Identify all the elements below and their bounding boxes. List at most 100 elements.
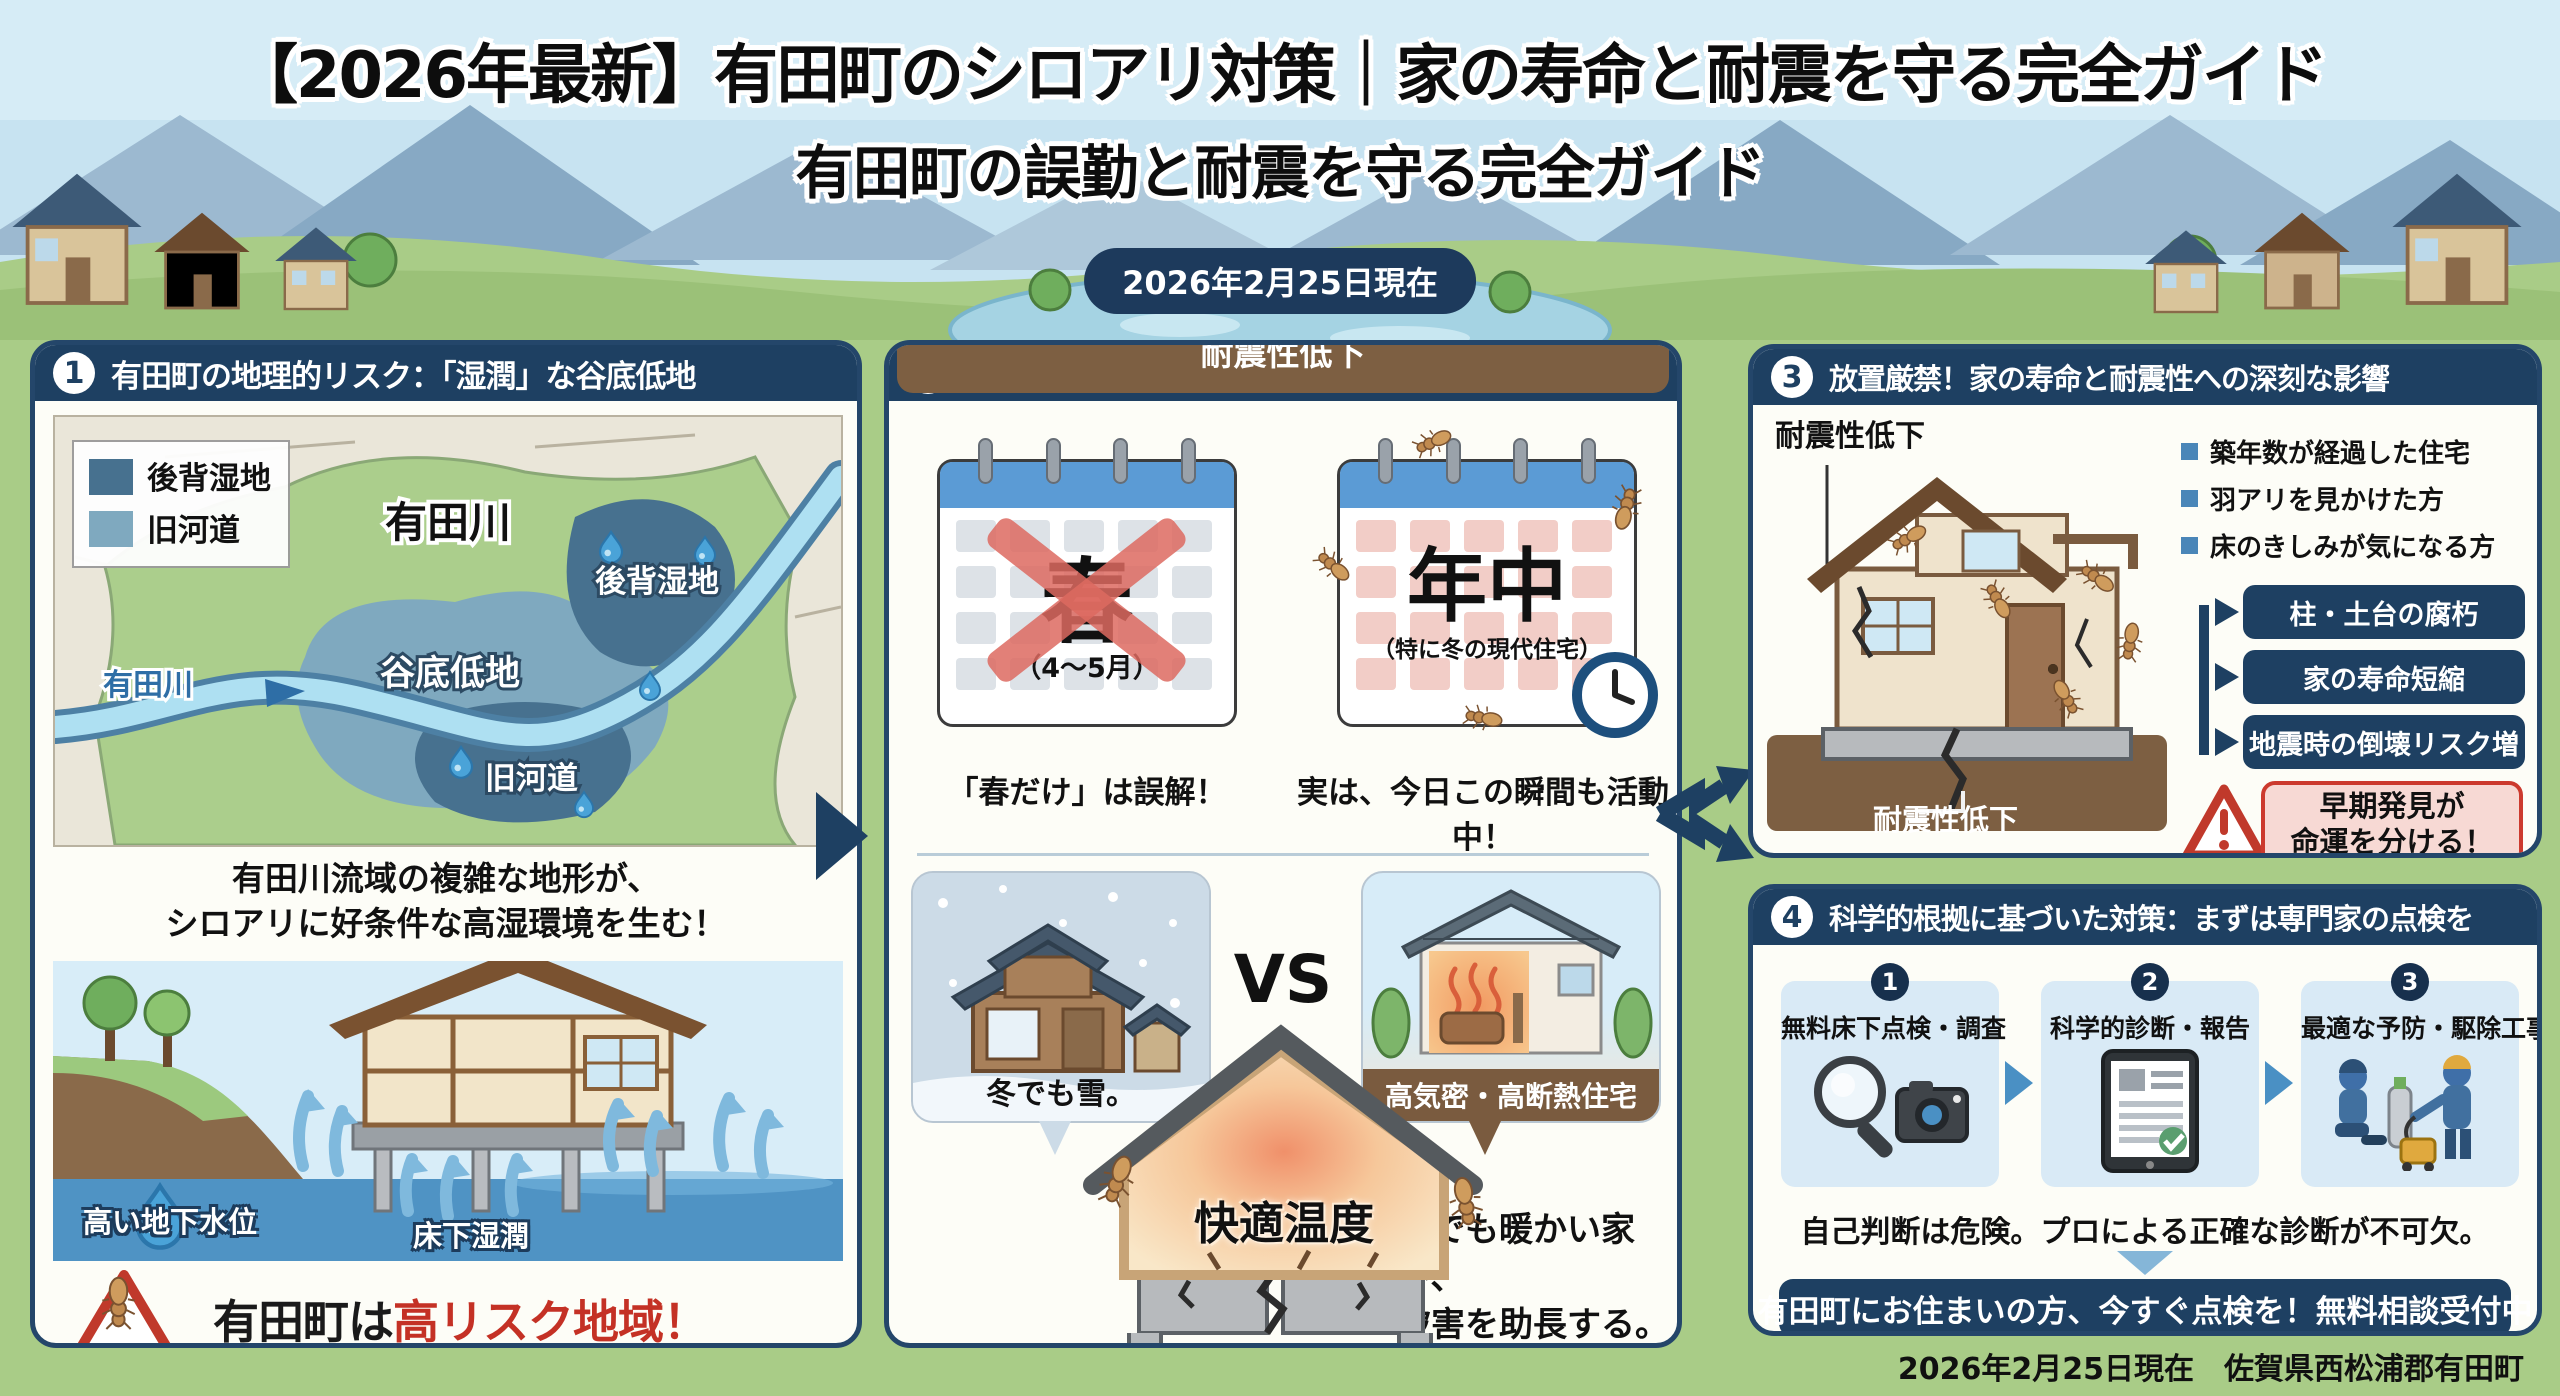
step-arrow-icon <box>2005 1061 2033 1105</box>
footer-date-location: 2026年2月25日現在 佐賀県西松浦郡有田町 <box>1897 1352 2524 1387</box>
groundwater-label: 高い地下水位 <box>83 1205 258 1239</box>
panel1-caption: 有田川流域の複雑な地形が、 シロアリに好条件な高湿環境を生む！ <box>165 859 727 943</box>
early-detection-warning: 早期発見が 命運を分ける！ <box>2261 781 2523 853</box>
panel3-header: 3 放置厳禁！家の寿命と耐震性への深刻な影響 <box>1753 349 2537 405</box>
bullet-square-icon <box>2181 490 2198 507</box>
panel1-to-panel2-arrow <box>816 792 868 880</box>
calendar-ring-icon <box>1513 438 1529 484</box>
trees-icon <box>82 975 191 1067</box>
panel4-number: 4 <box>1771 896 1813 938</box>
vs-text: VS <box>1233 941 1333 1018</box>
effect-arrow-icon <box>2215 598 2239 626</box>
warm-house-card: 高気密・高断熱住宅 <box>1361 871 1661 1123</box>
main-title-line1: 【2026年最新】有田町のシロアリ対策｜家の寿命と耐震を守る完全ガイド <box>233 39 2328 113</box>
yearround-calendar-big-text: 年中 <box>1407 540 1567 633</box>
yearround-calendar-caption: 実は、今日この瞬間も活動中！ <box>1297 775 1669 856</box>
cta-banner: 有田町にお住まいの方、今すぐ点検を！無料相談受付中 <box>1758 1279 2533 1331</box>
clock-icon <box>1572 652 1658 738</box>
date-badge: 2026年2月25日現在 <box>1084 248 1476 314</box>
effect-connector-line <box>2199 605 2215 755</box>
step-card-inspection: 1 無料床下点検・調査 <box>1781 963 2007 1187</box>
risk-conclusion: 有田町は高リスク地域！ <box>65 1267 709 1348</box>
header-landscape-illustration <box>0 0 2560 340</box>
map-label-old-channel: 旧河道 <box>485 761 578 797</box>
checklist-item: 床のきしみが気になる方 <box>2210 533 2496 563</box>
step3-label: 最適な予防・駆除工事 <box>2301 1014 2542 1043</box>
panel4-body: 1 無料床下点検・調査 2 <box>1753 945 2542 1331</box>
step3-number: 3 <box>2391 963 2429 1001</box>
bullet-square-icon <box>2181 537 2198 554</box>
village-houses-right <box>2145 173 2522 314</box>
legend-swatch-old-channel <box>89 511 133 547</box>
step2-number: 2 <box>2131 963 2169 1001</box>
arita-terrain-map: 後背湿地 旧河道 有田川 後背湿地 谷底低地 旧河道 有田川 <box>38 415 857 847</box>
step1-number: 1 <box>1871 963 1909 1001</box>
termite-icon <box>1461 702 1505 734</box>
panel-damage-impact: 3 放置厳禁！家の寿命と耐震性への深刻な影響 耐震性低下 <box>1748 344 2542 858</box>
effect-arrow-icon <box>2215 663 2239 691</box>
yearround-calendar: 年中 （特に冬の現代住宅） <box>1309 422 1658 738</box>
moisture-arrowheads <box>298 1089 784 1179</box>
soil-band <box>897 345 1669 393</box>
panel1-number: 1 <box>53 352 95 394</box>
calendar-ring-icon <box>1113 438 1129 484</box>
speech-tail <box>1469 1121 1501 1155</box>
panel3-title: 放置厳禁！家の寿命と耐震性への深刻な影響 <box>1829 362 2390 396</box>
checklist-item: 築年数が経過した住宅 <box>2210 439 2471 469</box>
traditional-house-icon <box>950 923 1192 1073</box>
header-scene: 【2026年最新】有田町のシロアリ対策｜家の寿命と耐震を守る完全ガイド 有田町の… <box>0 0 2560 340</box>
risk-text-red: 高リスク地域！ <box>393 1295 709 1348</box>
yearround-calendar-sub-text: （特に冬の現代住宅） <box>1372 637 1602 663</box>
panel3-body: 耐震性低下 <box>1753 405 2537 853</box>
map-label-river-left: 有田川 <box>103 668 193 703</box>
map-legend: 後背湿地 旧河道 <box>72 440 290 568</box>
svg-text:後背湿地: 後背湿地 <box>147 461 271 497</box>
panel-activity-season: 2 活動時期の誤解を解く：年中無休の脅威 春 （4〜5月） <box>884 340 1682 1348</box>
svg-text:旧河道: 旧河道 <box>147 513 240 549</box>
speech-tail <box>1039 1121 1071 1155</box>
panel4-header: 4 科学的根拠に基づいた対策：まずは専門家の点検を <box>1753 889 2537 945</box>
pest-control-workers-icon <box>2335 1055 2471 1171</box>
damaged-house-illustration <box>1807 465 2147 813</box>
spring-calendar: 春 （4〜5月） <box>937 438 1237 727</box>
self-judgement-note: 自己判断は危険。プロによる正確な診断が不可欠。 <box>1800 1215 2490 1250</box>
panel2-to-right-arrows <box>1655 766 1754 862</box>
snow-house-card: 冬でも雪。 <box>911 871 1211 1123</box>
calendar-ring-icon <box>1445 438 1461 484</box>
calendar-ring-icon <box>1181 438 1197 484</box>
risk-text-black: 有田町は <box>213 1295 394 1348</box>
effect-box-rot: 柱・土台の腐朽 <box>2243 585 2525 639</box>
calendar-ring-icon <box>978 438 994 484</box>
termite-icon <box>2114 620 2147 664</box>
legend-swatch-backswamp <box>89 459 133 495</box>
panel1-header: 1 有田町の地理的リスク：「湿潤」な谷底低地 <box>35 345 857 401</box>
main-title-line2: 有田町の誤勤と耐震を守る完全ガイド <box>795 139 1765 207</box>
alert-triangle-icon <box>2182 784 2266 853</box>
snow-house-caption: 冬でも雪。 <box>986 1077 1136 1112</box>
step1-label: 無料床下点検・調査 <box>1781 1014 2007 1043</box>
seismic-label-top: 耐震性低下 <box>1775 419 1925 454</box>
effect-box-lifespan: 家の寿命短縮 <box>2243 650 2525 704</box>
panel-geographic-risk: 1 有田町の地理的リスク：「湿潤」な谷底低地 <box>30 340 862 1348</box>
humid-house-illustration: 高い地下水位 床下湿潤 <box>53 961 843 1261</box>
magnifier-camera-icon <box>1814 1056 1969 1158</box>
effect-arrow-icon <box>2215 728 2239 756</box>
effect-box-collapse: 地震時の倒壊リスク増 <box>2243 715 2525 769</box>
spring-calendar-caption: 「春だけ」は誤解！ <box>947 775 1227 811</box>
panel-countermeasures: 4 科学的根拠に基づいた対策：まずは専門家の点検を 1 無料床下点検・調査 <box>1748 884 2542 1336</box>
village-houses-left <box>12 173 357 311</box>
warm-house-cross-section: 快適温度 <box>1069 1019 1499 1343</box>
panel2-divider <box>917 853 1649 856</box>
modern-warm-house-icon <box>1371 889 1653 1059</box>
panel1-title: 有田町の地理的リスク：「湿潤」な谷底低地 <box>111 358 696 395</box>
map-label-valley: 谷底低地 <box>380 654 520 694</box>
warm-house-caption: 高気密・高断熱住宅 <box>1363 1069 1659 1121</box>
bullet-square-icon <box>2181 443 2198 460</box>
risk-checklist: 築年数が経過した住宅 羽アリを見かけた方 床のきしみが気になる方 <box>2181 433 2495 574</box>
panel4-title: 科学的根拠に基づいた対策：まずは専門家の点検を <box>1829 902 2474 936</box>
step-arrow-icon <box>2265 1061 2293 1105</box>
down-arrow-icon <box>2117 1251 2173 1275</box>
cross-section-foundation-label: 耐震性低下 <box>1200 340 1366 373</box>
underfloor-label: 床下湿潤 <box>413 1219 530 1253</box>
